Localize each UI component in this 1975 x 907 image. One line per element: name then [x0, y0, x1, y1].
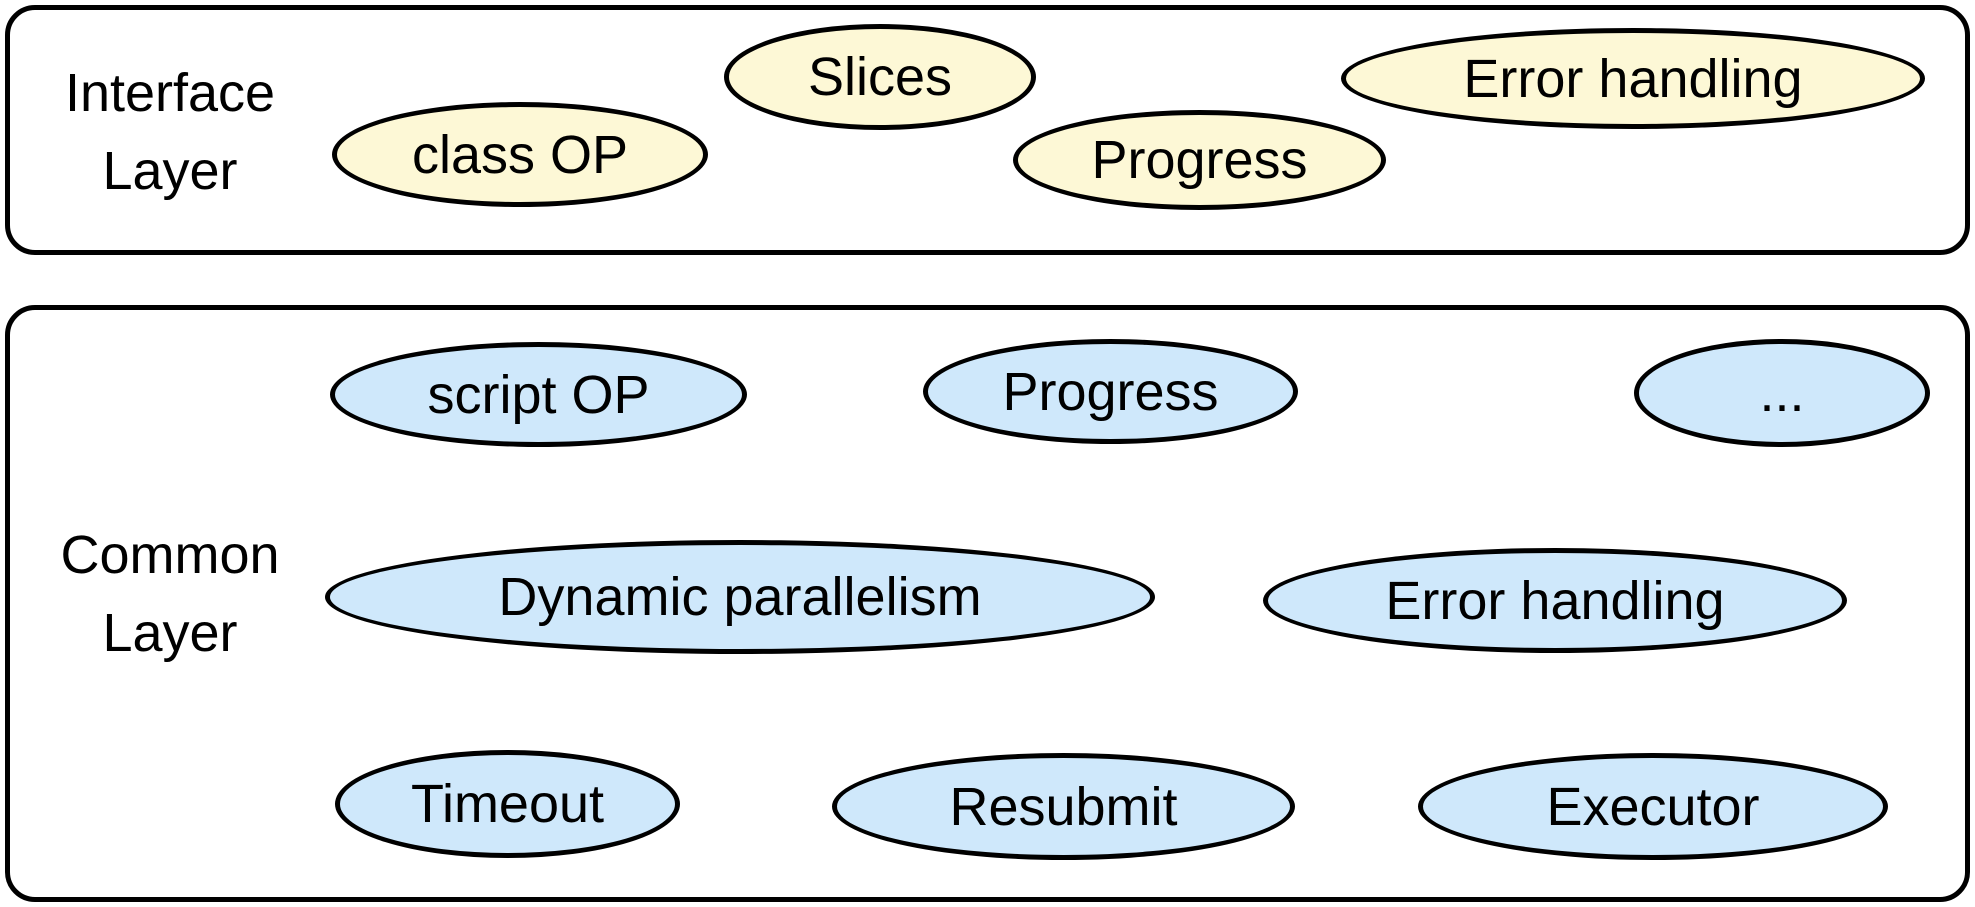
common-item-resubmit: Resubmit	[832, 753, 1295, 860]
common-item-label: ...	[1759, 363, 1805, 423]
common-item-label: Error handling	[1385, 570, 1725, 631]
common-item-label: Resubmit	[949, 776, 1178, 837]
interface-layer-label: Interface Layer	[25, 54, 315, 210]
interface-item-label: class OP	[411, 124, 629, 185]
common-item-progress: Progress	[923, 339, 1298, 444]
interface-item-label: Progress	[1091, 130, 1308, 190]
interface-item-label: Slices	[807, 47, 953, 107]
interface-layer-label-line2: Layer	[102, 141, 238, 201]
common-layer-label-line1: Common	[60, 525, 280, 585]
interface-item-slices: Slices	[724, 24, 1036, 130]
common-item-more: ...	[1634, 339, 1930, 447]
interface-item-class-op: class OP	[332, 102, 708, 207]
common-item-label: script OP	[427, 364, 650, 425]
common-item-label: Progress	[1002, 361, 1219, 422]
common-item-error-handling: Error handling	[1263, 548, 1847, 653]
common-layer-label: Common Layer	[20, 516, 320, 672]
common-item-executor: Executor	[1418, 753, 1888, 860]
common-layer-label-line2: Layer	[102, 603, 238, 663]
common-item-label: Timeout	[410, 774, 605, 834]
common-item-script-op: script OP	[330, 342, 747, 447]
interface-item-error-handling: Error handling	[1341, 28, 1925, 129]
interface-item-progress: Progress	[1013, 110, 1386, 210]
common-item-dynamic-parallelism: Dynamic parallelism	[325, 540, 1155, 654]
interface-layer-label-line1: Interface	[64, 63, 276, 123]
common-item-timeout: Timeout	[335, 750, 680, 858]
common-item-label: Dynamic parallelism	[498, 567, 982, 627]
common-item-label: Executor	[1546, 776, 1760, 837]
interface-item-label: Error handling	[1463, 48, 1803, 109]
